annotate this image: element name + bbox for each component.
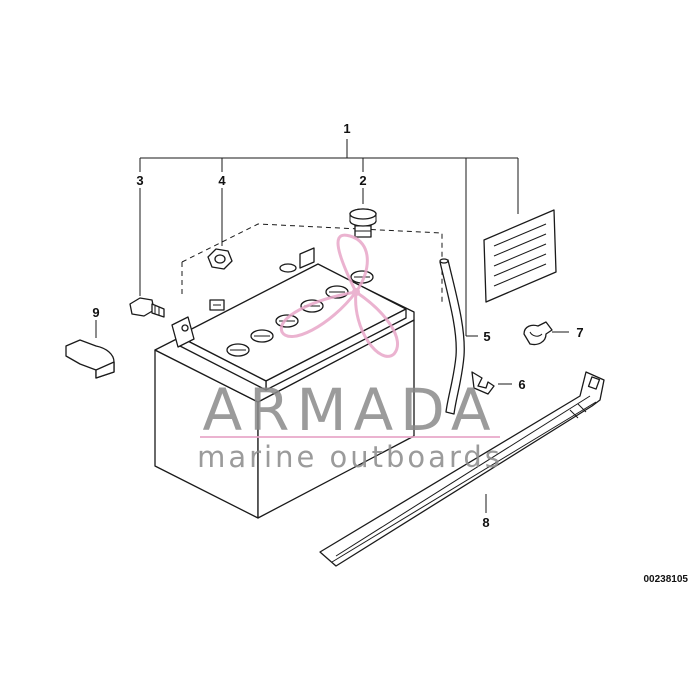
callout-6: 6 (518, 377, 525, 392)
hold-down-strap (319, 371, 605, 567)
watermark-subtitle: marine outboards (197, 440, 503, 474)
bolt (129, 297, 165, 318)
callout-5: 5 (483, 329, 490, 344)
vent-hose (439, 258, 465, 415)
callout-7: 7 (576, 325, 583, 340)
callout-9: 9 (92, 305, 99, 320)
callout-2: 2 (359, 173, 366, 188)
vent-plug (349, 208, 377, 238)
watermark-title: ARMADA (202, 376, 497, 444)
callout-1: 1 (343, 121, 350, 136)
callout-labels: 1 2 3 4 5 6 7 8 9 (92, 121, 583, 530)
retaining-clip (523, 321, 553, 346)
callout-4: 4 (218, 173, 226, 188)
callout-3: 3 (136, 173, 143, 188)
battery-label (483, 209, 557, 303)
figure-number: 00238105 (644, 574, 689, 585)
watermark-logo (279, 233, 400, 358)
hex-nut (207, 248, 233, 270)
leader-lines (95, 139, 569, 513)
hose-clip (471, 371, 495, 395)
terminal-cover (65, 339, 115, 379)
callout-8: 8 (482, 515, 489, 530)
